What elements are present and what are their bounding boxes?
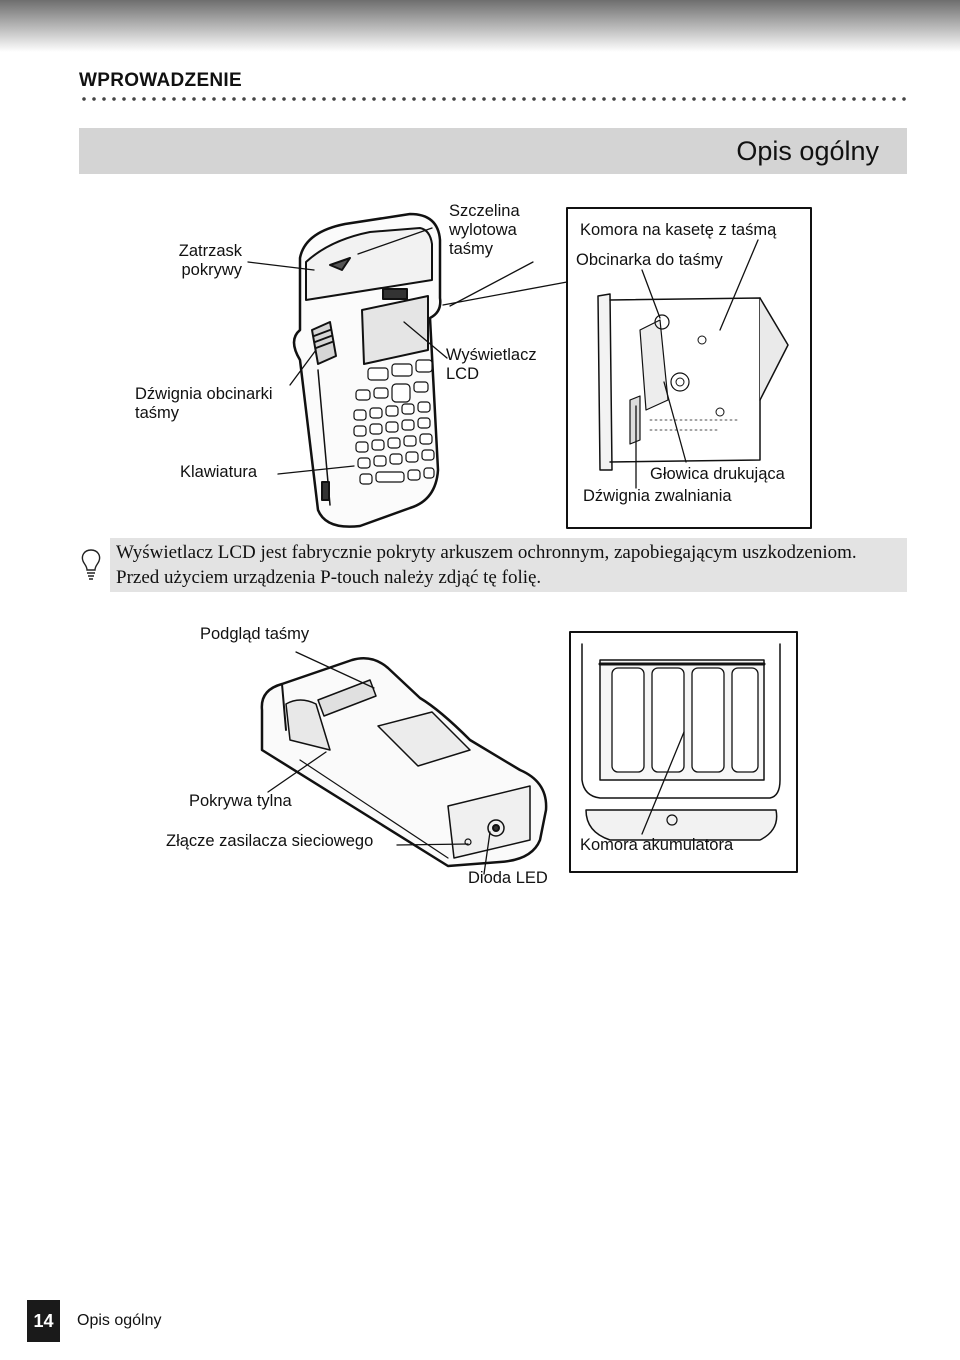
page-title: Opis ogólny	[736, 136, 879, 166]
lightbulb-icon	[81, 549, 101, 580]
label-ac-adapter-connector: Złącze zasilacza sieciowego	[166, 832, 374, 850]
note-background	[110, 538, 907, 592]
printer-back-diagram	[260, 631, 798, 875]
footer-section-title: Opis ogólny	[77, 1312, 162, 1329]
label-tape-exit-slot: Szczelina wylotowa taśmy	[449, 202, 520, 258]
label-lcd-display: Wyświetlacz LCD	[446, 346, 537, 383]
top-gradient-band	[0, 0, 960, 52]
label-tape-cassette-compartment: Komora na kasetę z taśmą	[580, 221, 777, 239]
label-print-head: Głowica drukująca	[650, 465, 785, 483]
note-text: Wyświetlacz LCD jest fabrycznie pokryty …	[116, 542, 857, 588]
printer-front-diagram	[247, 207, 812, 529]
label-battery-compartment: Komora akumulatora	[580, 836, 734, 854]
label-tape-view: Podgląd taśmy	[200, 625, 310, 643]
label-back-cover: Pokrywa tylna	[189, 792, 292, 810]
label-tape-cutter-lever: Dźwignia obcinarki taśmy	[135, 385, 273, 422]
label-release-lever: Dźwignia zwalniania	[583, 487, 732, 505]
label-keyboard: Klawiatura	[180, 463, 258, 481]
page-number: 14	[27, 1300, 60, 1342]
label-cover-latch: Zatrzask pokrywy	[178, 242, 242, 279]
dotted-divider	[79, 96, 909, 102]
title-bar: Opis ogólny	[79, 128, 907, 174]
label-led-indicator: Dioda LED	[468, 869, 548, 887]
label-tape-cutter: Obcinarka do taśmy	[576, 251, 723, 269]
section-heading: WPROWADZENIE	[79, 70, 242, 91]
